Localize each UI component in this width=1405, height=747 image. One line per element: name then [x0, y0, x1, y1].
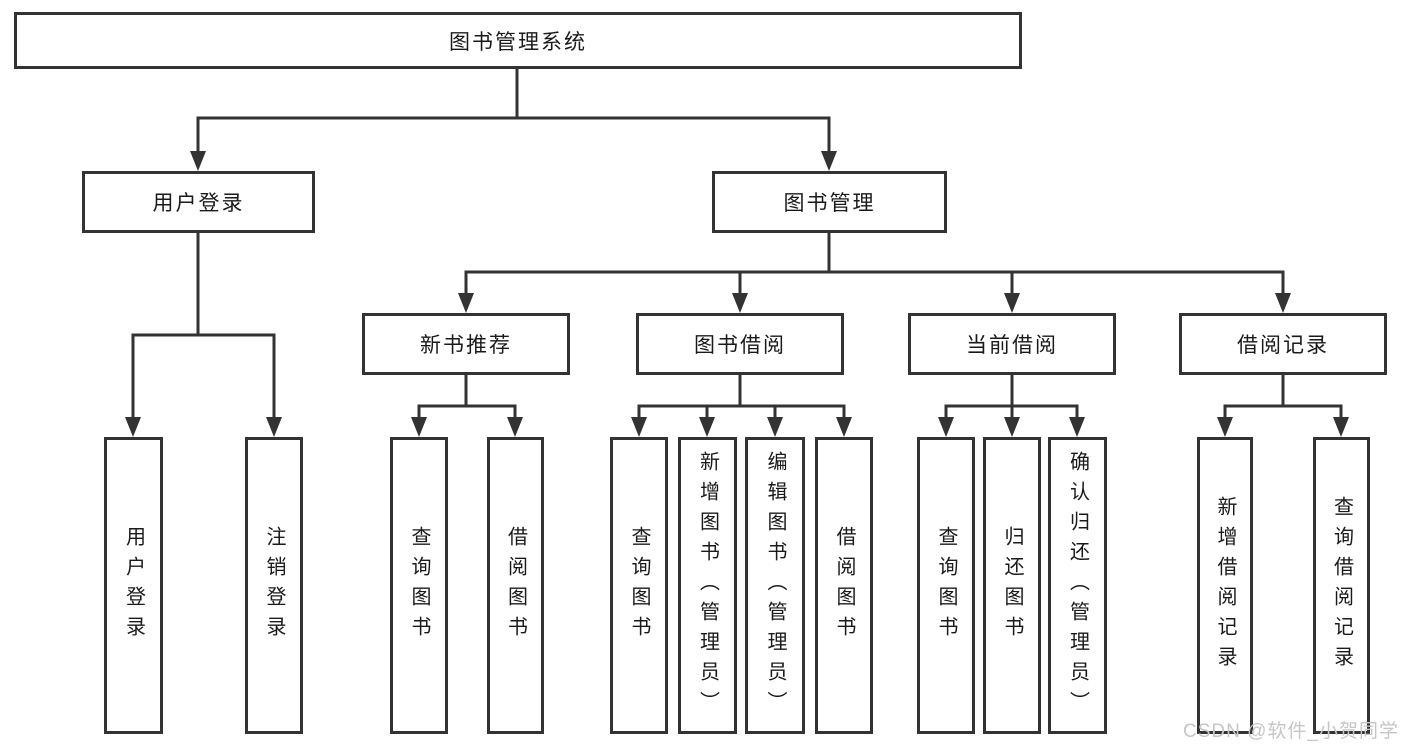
leaf-user-login: 用户登录	[104, 437, 163, 734]
leaf-user-login-label: 用户登录	[122, 525, 145, 646]
leaf-nb-borrow-books-label: 借阅图书	[504, 525, 527, 646]
node-book-mgmt: 图书管理	[712, 171, 947, 233]
leaf-cb-return-books-label: 归还图书	[1001, 525, 1023, 646]
leaf-bb-borrow-books: 借阅图书	[815, 437, 873, 734]
leaf-cb-query-books: 查询图书	[917, 437, 975, 734]
node-borrow-record-label: 借阅记录	[1237, 334, 1329, 357]
leaf-cb-query-books-label: 查询图书	[935, 525, 957, 646]
leaf-logout: 注销登录	[245, 437, 303, 734]
leaf-bb-query-books: 查询图书	[610, 437, 668, 734]
node-current-borrow: 当前借阅	[908, 313, 1116, 375]
leaf-logout-label: 注销登录	[263, 525, 285, 646]
node-root: 图书管理系统	[14, 12, 1022, 69]
leaf-bb-borrow-books-label: 借阅图书	[833, 525, 855, 646]
leaf-cb-return-books: 归还图书	[983, 437, 1041, 734]
node-current-borrow-label: 当前借阅	[966, 334, 1058, 357]
leaf-br-query-record: 查询借阅记录	[1313, 437, 1370, 734]
leaf-bb-add-books-admin: 新增图书（管理员）	[678, 437, 737, 734]
csdn-watermark: CSDN @软件_小贺同学	[1183, 721, 1399, 742]
node-book-borrow: 图书借阅	[636, 313, 844, 375]
node-root-label: 图书管理系统	[449, 30, 587, 54]
leaf-bb-edit-books-admin: 编辑图书（管理员）	[745, 437, 805, 734]
node-new-book-rec: 新书推荐	[362, 313, 570, 375]
node-user-login: 用户登录	[82, 171, 315, 233]
leaf-cb-confirm-return-admin: 确认归还（管理员）	[1048, 437, 1107, 734]
leaf-cb-confirm-return-admin-label: 确认归还（管理员）	[1066, 450, 1089, 721]
leaf-nb-query-books-label: 查询图书	[408, 525, 430, 646]
leaf-br-add-record-label: 新增借阅记录	[1214, 495, 1236, 676]
leaf-br-query-record-label: 查询借阅记录	[1330, 495, 1353, 676]
node-user-login-label: 用户登录	[152, 192, 245, 215]
leaf-bb-add-books-admin-label: 新增图书（管理员）	[696, 450, 719, 721]
leaf-bb-query-books-label: 查询图书	[628, 525, 650, 646]
leaf-nb-borrow-books: 借阅图书	[487, 437, 544, 734]
node-borrow-record: 借阅记录	[1179, 313, 1387, 375]
node-new-book-rec-label: 新书推荐	[420, 334, 512, 357]
leaf-br-add-record: 新增借阅记录	[1197, 437, 1253, 734]
node-book-mgmt-label: 图书管理	[783, 192, 876, 215]
leaf-bb-edit-books-admin-label: 编辑图书（管理员）	[764, 450, 786, 721]
node-book-borrow-label: 图书借阅	[694, 334, 786, 357]
leaf-nb-query-books: 查询图书	[390, 437, 448, 734]
